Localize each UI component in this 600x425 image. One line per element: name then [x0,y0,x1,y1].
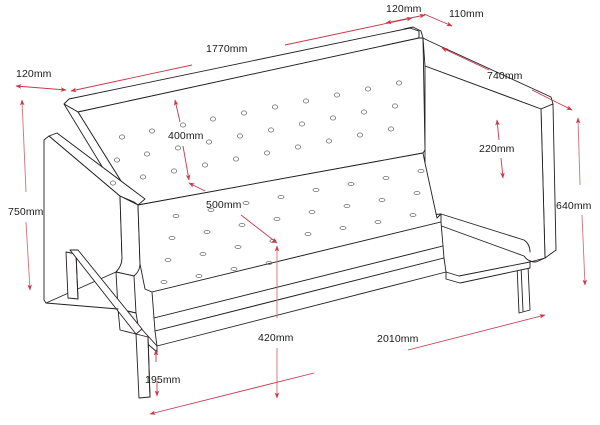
dim-750mm: 750mm [8,99,44,291]
dim-740mm: 740mm [441,47,573,111]
dim-label-640mm: 640mm [556,200,592,212]
sofa-body [43,26,557,399]
dim-120mm-right: 120mm [385,3,426,25]
right-arm-inner-face [424,65,546,263]
dim-label-120mm-right: 120mm [386,3,422,15]
dim-400mm: 400mm [168,99,204,181]
dim-label-2010mm: 2010mm [377,333,419,345]
leg-front-left-inner-line [147,336,151,398]
dim-220mm: 220mm [479,119,515,179]
dim-420mm: 420mm [258,245,294,399]
left-side-stretcher [69,249,143,335]
dim-640mm: 640mm [556,117,592,286]
dim-500mm: 500mm [188,182,278,244]
backrest-tuft-buttons [110,80,402,186]
dim-label-110mm: 110mm [449,8,484,20]
dim-label-1770mm: 1770mm [206,43,248,55]
seat-cushion-top [137,152,442,293]
dimension-annotations: 1770mm 120mm 120mm 110mm 740mm [8,3,592,415]
leg-front-right [516,264,531,314]
dim-label-195mm: 195mm [145,374,181,386]
dim-2010mm: 2010mm [149,314,546,415]
seat-tuft-buttons [160,169,425,284]
dim-label-420mm: 420mm [258,332,294,344]
dim-label-400mm: 400mm [168,130,204,142]
dim-label-220mm: 220mm [479,143,515,155]
leg-rear-left-inner-line [75,253,79,300]
dim-195mm: 195mm [145,349,181,397]
right-base-rail [445,261,531,284]
dim-label-500mm: 500mm [206,199,242,211]
dim-label-750mm: 750mm [8,206,44,218]
dim-label-740mm: 740mm [487,70,523,82]
dim-120mm-left: 120mm [15,68,67,92]
dim-label-120mm-left: 120mm [16,68,52,80]
left-arm-lower-edge [45,302,119,310]
leg-front-right-inner-line [520,265,524,312]
dim-110mm: 110mm [423,8,484,27]
right-arm-bottom-edge [529,257,546,263]
